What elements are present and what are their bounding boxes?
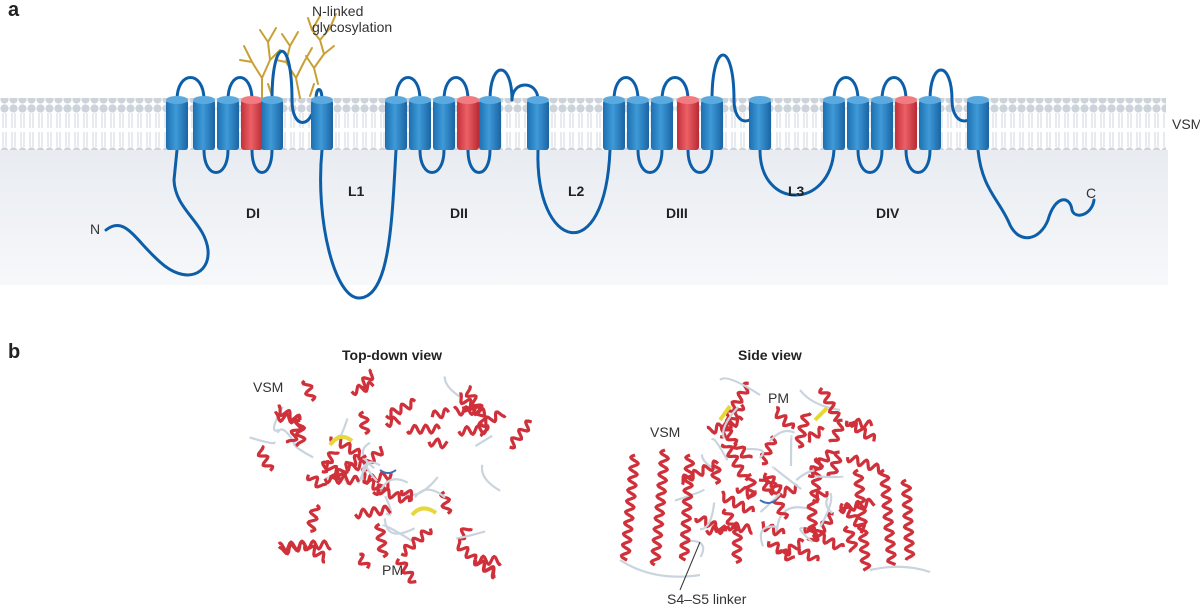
helix-dii-s6 — [527, 96, 549, 150]
panel-a-letter: a — [8, 0, 20, 21]
polypeptide-chain — [104, 50, 1096, 300]
helix-diii-s2 — [627, 96, 649, 150]
domain-label-di: DI — [246, 205, 260, 221]
helix-dii-s2 — [409, 96, 431, 150]
side-view-title: Side view — [738, 347, 802, 363]
side-view-vsm-label: VSM — [650, 424, 680, 440]
c-terminus-label: C — [1086, 185, 1096, 201]
top-view-pm-label: PM — [382, 562, 403, 578]
domain-label-div: DIV — [876, 205, 900, 221]
domain-label-dii: DII — [450, 205, 468, 221]
side-structure-image — [619, 377, 931, 578]
domain-label-diii: DIII — [666, 205, 688, 221]
linker-label-l2: L2 — [568, 183, 585, 199]
panel-b-letter: b — [8, 341, 20, 363]
side-view-linker-label: S4–S5 linker — [667, 591, 747, 607]
helix-div-s1 — [823, 96, 845, 150]
helix-di-s6 — [311, 96, 333, 150]
transmembrane-helices — [166, 96, 989, 150]
helix-dii-s1 — [385, 96, 407, 150]
helix-di-s4 — [241, 96, 263, 150]
top-view-vsm-label: VSM — [253, 379, 283, 395]
panel-a: a VSM N-linked glycosylation — [0, 0, 1200, 300]
membrane-label: VSM — [1172, 116, 1200, 132]
glycosylation-label-line2: glycosylation — [312, 19, 392, 35]
helix-di-s1 — [166, 96, 188, 150]
helix-div-s4 — [895, 96, 917, 150]
helix-dii-s3 — [433, 96, 455, 150]
linker-label-l3: L3 — [788, 183, 805, 199]
helix-div-s2 — [847, 96, 869, 150]
helix-div-s3 — [871, 96, 893, 150]
helix-dii-s5 — [479, 96, 501, 150]
linker-pointer-line — [679, 541, 701, 591]
cytoplasm-region — [0, 150, 1168, 285]
helix-diii-s3 — [651, 96, 673, 150]
helix-diii-s1 — [603, 96, 625, 150]
top-view-title: Top-down view — [342, 347, 442, 363]
helix-di-s2 — [193, 96, 215, 150]
helix-diii-s4 — [677, 96, 699, 150]
helix-div-s6 — [967, 96, 989, 150]
n-terminus-label: N — [90, 221, 100, 237]
side-view-pm-label: PM — [768, 390, 789, 406]
helix-di-s3 — [217, 96, 239, 150]
helix-diii-s5 — [701, 96, 723, 150]
helix-div-s5 — [919, 96, 941, 150]
linker-label-l1: L1 — [348, 183, 365, 199]
helix-di-s5 — [261, 96, 283, 150]
glycosylation-label-line1: N-linked — [312, 3, 363, 19]
top-down-structure-image — [249, 368, 533, 584]
helix-diii-s6 — [749, 96, 771, 150]
helix-dii-s4 — [457, 96, 479, 150]
panel-b: b Top-down view Side view VSM PM VSM PM … — [8, 341, 931, 607]
